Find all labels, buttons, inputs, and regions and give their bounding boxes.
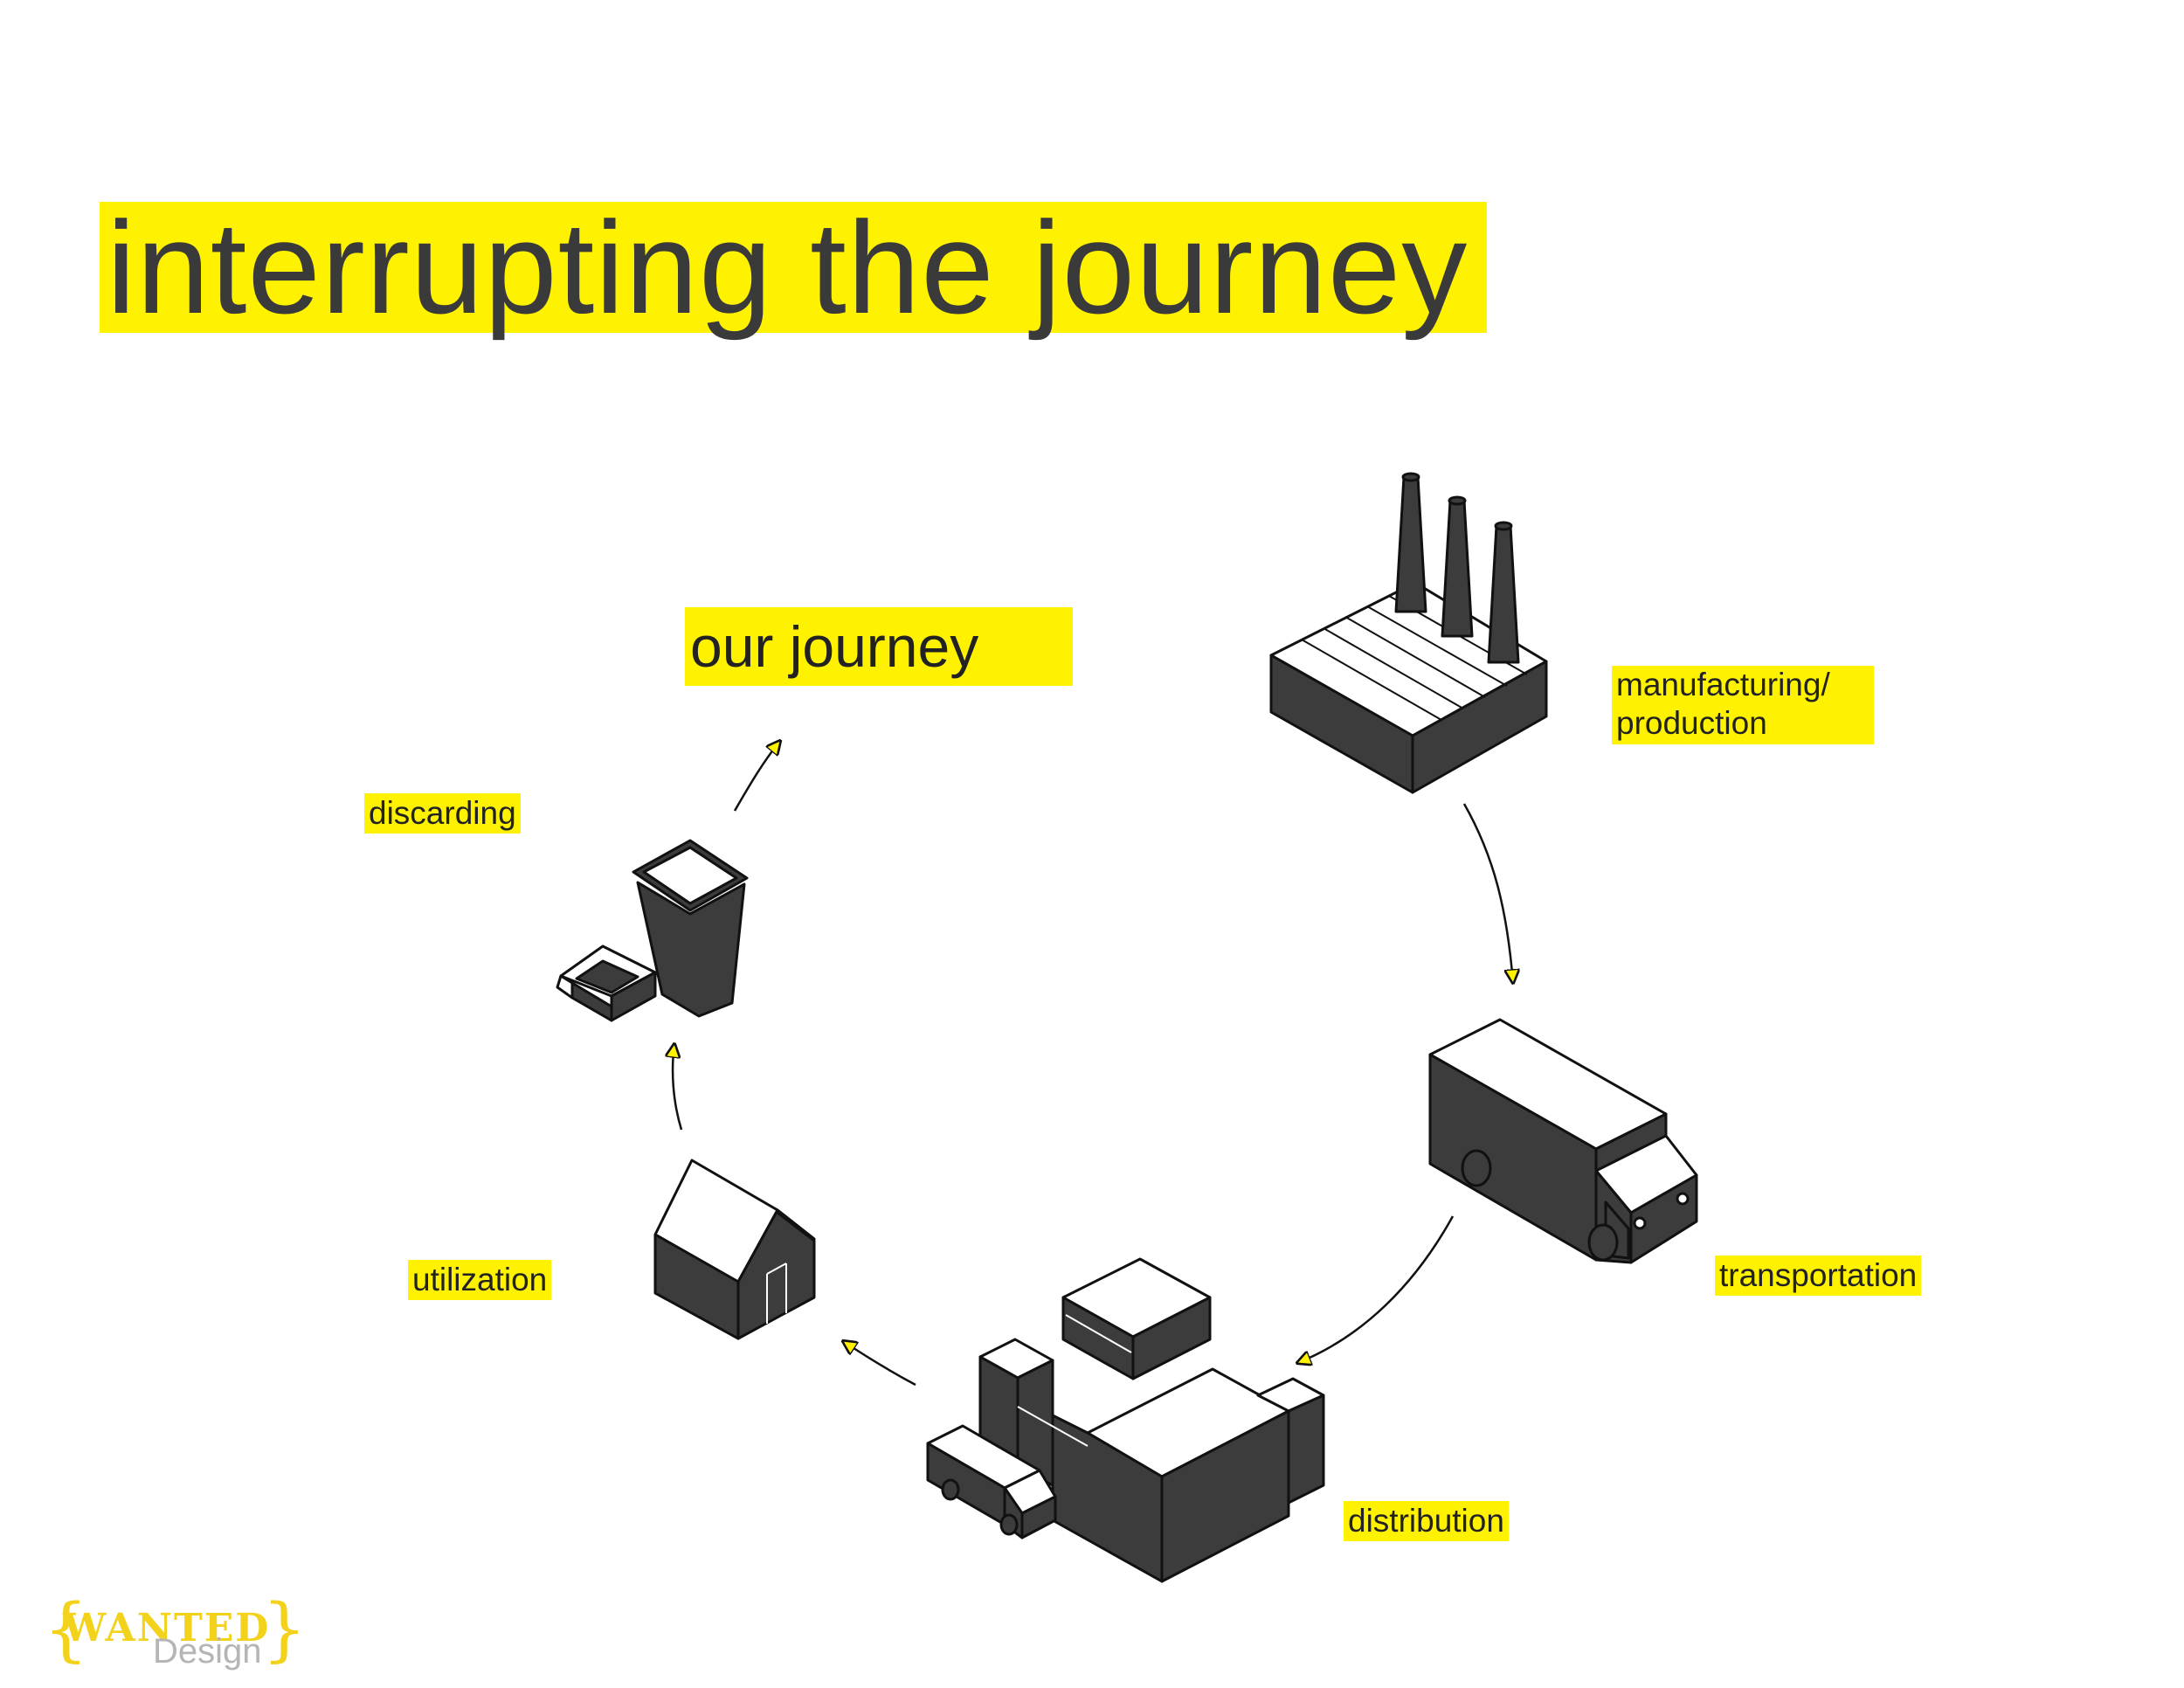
label-transportation: transportation: [1715, 1256, 1922, 1296]
logo-design: Design: [153, 1632, 262, 1671]
factory-icon: [1269, 472, 1548, 794]
logo-open-brace: {: [44, 1588, 88, 1670]
small-truck-icon: [926, 1424, 1057, 1539]
arrow-discarding-to-journey: [733, 741, 780, 812]
label-distribution: distribution: [1344, 1501, 1509, 1541]
warehouse-icon: [978, 1257, 1325, 1583]
cycle-label: our journey: [685, 607, 1073, 686]
cardboard-box-icon: [556, 944, 657, 1022]
truck-icon: [1428, 1018, 1698, 1264]
wanted-design-logo: { WANTED Design }: [44, 1588, 307, 1678]
arrow-transport-to-distribution: [1297, 1215, 1455, 1363]
label-manufacturing-line1: manufacturing/: [1616, 667, 1830, 702]
label-discarding: discarding: [364, 793, 521, 834]
logo-close-brace: }: [262, 1588, 307, 1670]
label-manufacturing-line2: production: [1616, 705, 1767, 741]
arrow-utilization-to-discarding: [673, 1044, 683, 1131]
house-icon: [653, 1159, 816, 1340]
trash-bin-icon: [632, 839, 749, 1018]
logo-wanted: WANTED: [63, 1606, 271, 1650]
label-manufacturing: manufacturing/ production: [1612, 666, 1874, 744]
arrow-distribution-to-utilization: [843, 1341, 916, 1387]
arrow-manufacturing-to-transport: [1462, 803, 1513, 983]
page-title: interrupting the journey: [100, 202, 1488, 333]
label-utilization: utilization: [408, 1260, 552, 1300]
